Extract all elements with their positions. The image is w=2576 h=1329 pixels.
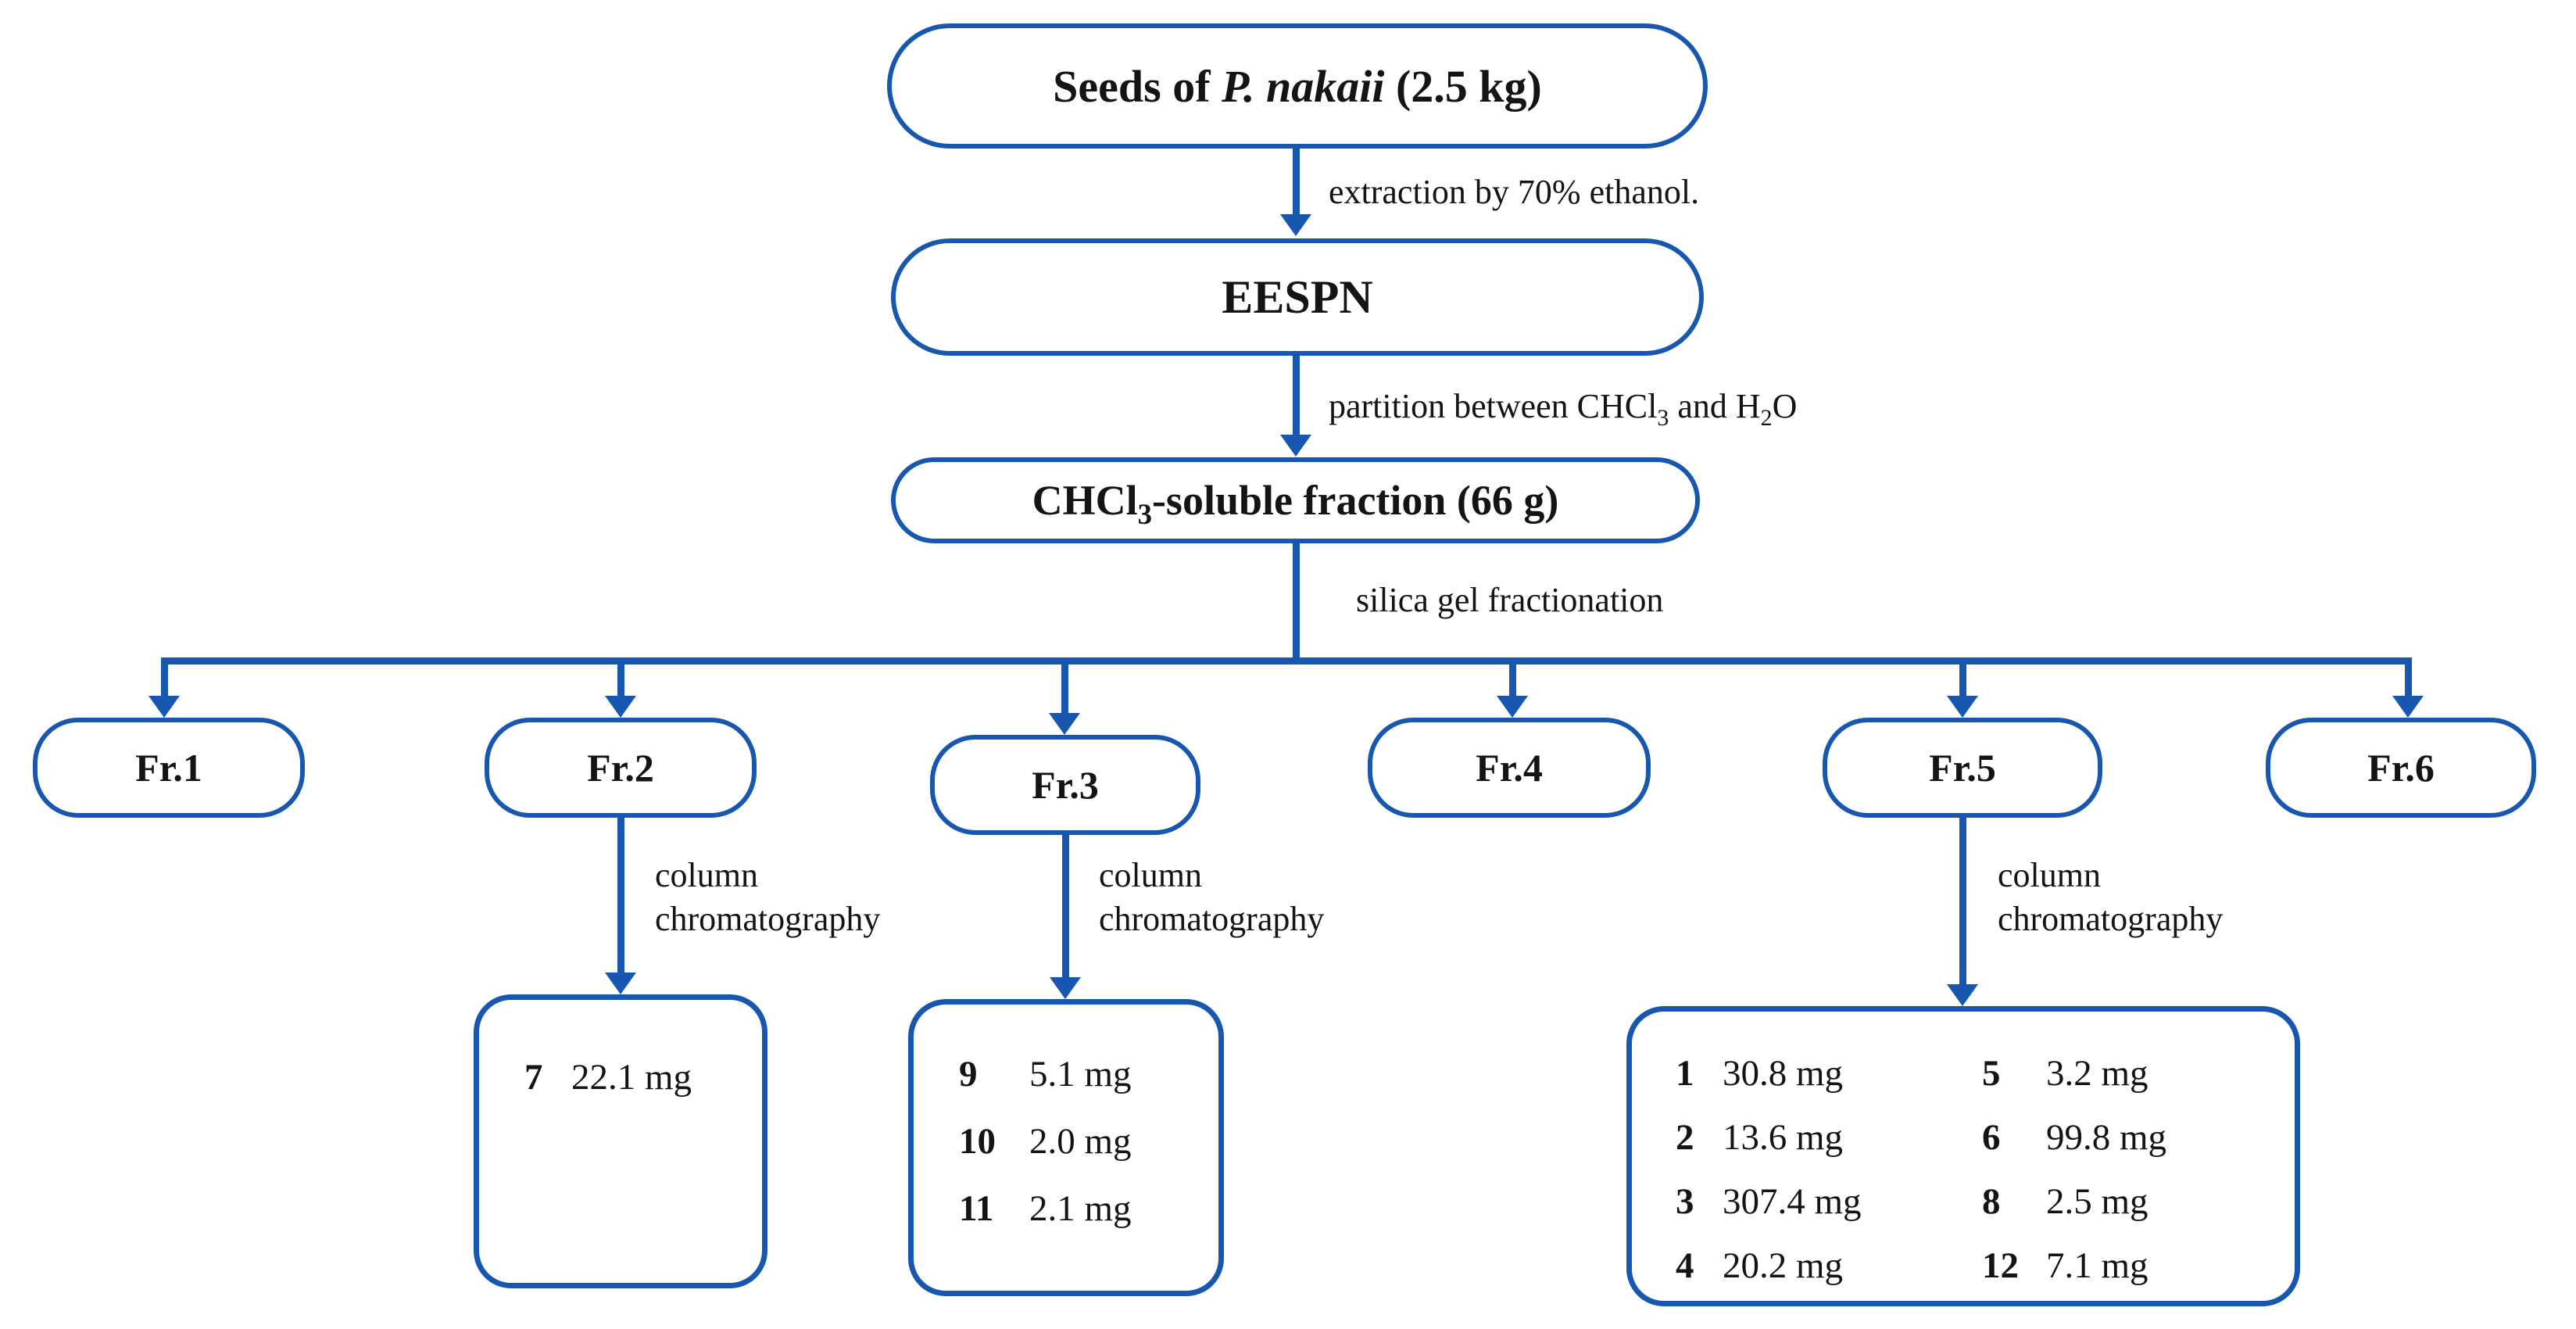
arrow-eespn-chcl3-head xyxy=(1280,435,1311,457)
compound-id: 7 xyxy=(524,1057,543,1098)
node-fraction-6: Fr.6 xyxy=(2266,718,2536,818)
arrow-seeds-eespn-head xyxy=(1280,214,1311,236)
compound-id: 5 xyxy=(1982,1053,2001,1094)
label-column-chromatography-fr3: column chromatography xyxy=(1099,854,1324,941)
compound-mass: 7.1 mg xyxy=(2046,1245,2148,1286)
node-seeds-label: Seeds of P. nakaii (2.5 kg) xyxy=(1053,60,1542,112)
fraction-5-label: Fr.5 xyxy=(1929,746,1996,790)
fraction-1-label: Fr.1 xyxy=(135,746,202,790)
compound-row: 6 99.8 mg xyxy=(1982,1105,2166,1170)
results-column-left: 1 30.8 mg 2 13.6 mg 3 307.4 mg 4 20.2 mg xyxy=(1676,1041,1982,1298)
arrow-fr3-results-line xyxy=(1062,835,1069,979)
node-fraction-5: Fr.5 xyxy=(1823,718,2102,818)
drop-fr3-line xyxy=(1061,657,1068,715)
compound-id: 2 xyxy=(1676,1117,1694,1158)
compound-id: 8 xyxy=(1982,1181,2001,1222)
label-silica-gel: silica gel fractionation xyxy=(1356,581,1664,619)
label-column-line2: chromatography xyxy=(1099,900,1325,938)
arrow-fr5-results-line xyxy=(1959,818,1966,985)
label-column-chromatography-fr5: column chromatography xyxy=(1998,854,2223,941)
drop-fr6-head xyxy=(2392,696,2424,718)
arrow-fr2-results-head xyxy=(605,973,636,994)
compound-mass: 13.6 mg xyxy=(1723,1117,1844,1158)
node-fraction-1: Fr.1 xyxy=(33,718,305,818)
fraction-3-label: Fr.3 xyxy=(1032,763,1099,807)
drop-fr5-head xyxy=(1947,696,1978,718)
compound-mass: 3.2 mg xyxy=(2046,1053,2148,1094)
compound-id: 10 xyxy=(959,1121,996,1162)
label-partition: partition between CHCl3 and H2O xyxy=(1329,387,1798,431)
drop-fr5-line xyxy=(1959,657,1966,698)
compound-row: 12 7.1 mg xyxy=(1982,1234,2166,1298)
fraction-4-label: Fr.4 xyxy=(1476,746,1543,790)
arrow-fr2-results-line xyxy=(617,818,624,974)
compound-row: 5 3.2 mg xyxy=(1982,1041,2166,1105)
arrow-fr3-results-head xyxy=(1050,977,1081,999)
label-column-line1: column xyxy=(1099,856,1202,894)
results-columns: 1 30.8 mg 2 13.6 mg 3 307.4 mg 4 20.2 mg 5 3.… xyxy=(1676,1041,2295,1298)
compound-mass: 20.2 mg xyxy=(1723,1245,1844,1286)
results-box-fr5: 1 30.8 mg 2 13.6 mg 3 307.4 mg 4 20.2 mg 5 3.… xyxy=(1626,1006,2300,1306)
compound-row: 10 2.0 mg xyxy=(959,1108,1218,1175)
compound-row: 1 30.8 mg xyxy=(1676,1041,1982,1105)
node-fraction-2: Fr.2 xyxy=(485,718,757,818)
compound-id: 3 xyxy=(1676,1181,1694,1222)
drop-fr3-head xyxy=(1049,713,1080,735)
compound-id: 1 xyxy=(1676,1053,1694,1094)
label-column-line2: chromatography xyxy=(655,900,881,938)
compound-id: 9 xyxy=(959,1054,978,1094)
drop-fr2-head xyxy=(605,696,636,718)
arrow-fr5-results-head xyxy=(1947,984,1978,1006)
compound-mass: 2.1 mg xyxy=(1029,1188,1132,1229)
compound-id: 4 xyxy=(1676,1245,1694,1286)
compound-mass: 2.0 mg xyxy=(1029,1121,1132,1162)
compound-mass: 5.1 mg xyxy=(1029,1054,1132,1094)
label-extraction: extraction by 70% ethanol. xyxy=(1329,173,1700,211)
label-column-chromatography-fr2: column chromatography xyxy=(655,854,880,941)
results-box-fr3: 9 5.1 mg 10 2.0 mg 11 2.1 mg xyxy=(908,999,1224,1296)
compound-row: 8 2.5 mg xyxy=(1982,1170,2166,1234)
drop-fr1-line xyxy=(161,657,168,698)
compound-mass: 99.8 mg xyxy=(2046,1117,2167,1158)
drop-fr2-line xyxy=(617,657,624,698)
fraction-2-label: Fr.2 xyxy=(587,746,654,790)
branch-rail xyxy=(161,657,2412,664)
results-box-fr2: 7 22.1 mg xyxy=(474,994,767,1288)
drop-fr4-head xyxy=(1497,696,1528,718)
compound-row: 3 307.4 mg xyxy=(1676,1170,1982,1234)
node-chcl3-fraction: CHCl3-soluble fraction (66 g) xyxy=(891,457,1700,543)
trunk-line xyxy=(1293,543,1300,661)
compound-mass: 30.8 mg xyxy=(1723,1053,1844,1094)
compound-row: 11 2.1 mg xyxy=(959,1175,1218,1242)
compound-id: 11 xyxy=(959,1188,994,1229)
compound-id: 12 xyxy=(1982,1245,2019,1286)
compound-mass: 307.4 mg xyxy=(1723,1181,1862,1222)
drop-fr1-head xyxy=(148,696,180,718)
node-fraction-3: Fr.3 xyxy=(930,735,1200,835)
drop-fr6-line xyxy=(2405,657,2412,698)
compound-row: 7 22.1 mg xyxy=(524,1056,762,1098)
arrow-seeds-eespn-line xyxy=(1293,149,1300,214)
arrow-eespn-chcl3-line xyxy=(1293,356,1300,435)
label-column-line1: column xyxy=(1998,856,2101,894)
compound-mass: 22.1 mg xyxy=(571,1057,692,1098)
results-column-right: 5 3.2 mg 6 99.8 mg 8 2.5 mg 12 7.1 mg xyxy=(1982,1041,2166,1298)
compound-id: 6 xyxy=(1982,1117,2001,1158)
label-column-line1: column xyxy=(655,856,758,894)
compound-row: 9 5.1 mg xyxy=(959,1041,1218,1108)
node-eespn: EESPN xyxy=(891,238,1704,356)
node-eespn-label: EESPN xyxy=(1222,270,1373,323)
node-seeds: Seeds of P. nakaii (2.5 kg) xyxy=(887,23,1708,149)
label-column-line2: chromatography xyxy=(1998,900,2224,938)
node-chcl3-label: CHCl3-soluble fraction (66 g) xyxy=(1032,477,1559,530)
compound-row: 4 20.2 mg xyxy=(1676,1234,1982,1298)
fraction-6-label: Fr.6 xyxy=(2367,746,2435,790)
compound-mass: 2.5 mg xyxy=(2046,1181,2148,1222)
node-fraction-4: Fr.4 xyxy=(1368,718,1651,818)
drop-fr4-line xyxy=(1509,657,1516,698)
compound-row: 2 13.6 mg xyxy=(1676,1105,1982,1170)
